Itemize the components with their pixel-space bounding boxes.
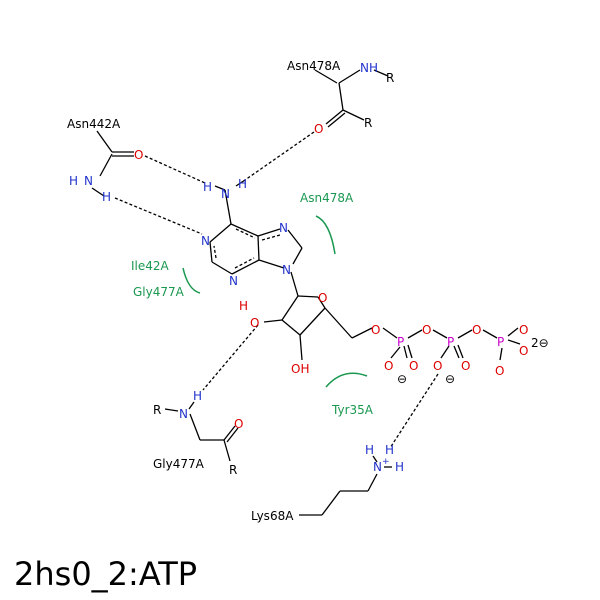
- atom-o-beta-dbl: O: [461, 359, 470, 373]
- atom-n-n6: N: [221, 187, 230, 201]
- hydrophobic-label-asn478: Asn478A: [300, 191, 354, 205]
- atom-p-gamma: P: [497, 335, 504, 349]
- hydrophobic-label-gly477: Gly477A: [133, 285, 185, 299]
- atom-h-lys68-right: H: [395, 460, 404, 474]
- hbond-asn442-h-to-n1: [114, 197, 203, 235]
- atom-h-asn442-left: H: [69, 174, 78, 188]
- diagram-title: 2hs0_2:ATP: [14, 555, 197, 593]
- hydrophobic-arcs: [182, 215, 368, 388]
- atom-h-n6-left: H: [203, 180, 212, 194]
- atom-p-alpha: P: [397, 335, 404, 349]
- atom-h-lys68-top-right: H: [385, 443, 394, 457]
- atom-o-gamma-top: O: [519, 323, 528, 337]
- atom-h-lys68-top-left: H: [365, 443, 374, 457]
- residue-labels: Asn478A Asn442A Gly477A Lys68A: [67, 59, 341, 523]
- residue-label-gly477-bottom: Gly477A: [153, 457, 205, 471]
- atom-labels: N H R O R O H N H H N H N N N N O H O OH…: [69, 61, 549, 477]
- hbond-asn478-o-to-h: [244, 131, 315, 181]
- atom-o-beta-minus: O: [433, 359, 442, 373]
- atom-h-o3: H: [239, 299, 248, 313]
- atom-o-gly477: O: [234, 417, 243, 431]
- atom-h-asn478: H: [369, 61, 378, 75]
- bonds: [91, 69, 521, 516]
- atom-h-asn442-below: H: [102, 190, 111, 204]
- atom-r-gly477-c: R: [229, 463, 237, 477]
- atom-n9: N: [282, 263, 291, 277]
- atom-o-asn442: O: [134, 148, 143, 162]
- atom-n3: N: [229, 274, 238, 288]
- atom-o-alpha-minus: O: [384, 359, 393, 373]
- atom-p-beta: P: [447, 335, 454, 349]
- atom-o-bridge-bg: O: [472, 323, 481, 337]
- atom-n-asn442: N: [84, 174, 93, 188]
- atom-n-gly477: N: [179, 407, 188, 421]
- atom-o-asn478: O: [314, 122, 323, 136]
- atom-o-alpha-dbl: O: [409, 359, 418, 373]
- hbond-asn442-o-to-h: [144, 155, 206, 184]
- atom-r-asn478-c: R: [364, 116, 372, 130]
- hydrophobic-arc-tyr35: [325, 372, 368, 388]
- atom-h-n6-right: H: [238, 177, 247, 191]
- residue-label-asn442: Asn442A: [67, 117, 121, 131]
- atom-o-gamma-bottom: O: [495, 364, 504, 378]
- hydrogen-bonds: [114, 131, 439, 449]
- atom-n-lys68: N: [373, 460, 382, 474]
- atom-r-asn478-n: R: [386, 71, 394, 85]
- atom-o3: O: [250, 316, 259, 330]
- hydrophobic-arc-asn478: [315, 215, 336, 255]
- hydrophobic-label-ile42: Ile42A: [131, 259, 170, 273]
- atom-r-gly477-n: R: [153, 403, 161, 417]
- charge-beta: ⊖: [445, 372, 455, 386]
- residue-label-asn478-top: Asn478A: [287, 59, 341, 73]
- residue-label-lys68: Lys68A: [251, 509, 294, 523]
- hydrophobic-label-tyr35: Tyr35A: [331, 403, 374, 417]
- atom-o4-ribose: O: [318, 291, 327, 305]
- hbond-phosphate-o-to-lys68: [389, 373, 439, 449]
- atom-o-gamma-right: O: [519, 344, 528, 358]
- atom-n7: N: [279, 221, 288, 235]
- atom-oh-o2: OH: [291, 362, 309, 376]
- atom-n-asn478: N: [360, 61, 369, 75]
- hydrophobic-arc-gly477: [182, 267, 201, 294]
- atom-o-bridge-ab: O: [422, 323, 431, 337]
- hbond-o3-to-gly477-h: [202, 324, 259, 391]
- charge-alpha: ⊖: [397, 372, 407, 386]
- charge-lys68: +: [382, 457, 390, 467]
- atom-n1: N: [201, 234, 210, 248]
- atom-o5: O: [371, 323, 380, 337]
- charge-gamma: 2⊖: [531, 336, 549, 350]
- atom-h-gly477: H: [193, 389, 202, 403]
- hydrophobic-labels: Asn478A Ile42A Gly477A Tyr35A: [131, 191, 374, 417]
